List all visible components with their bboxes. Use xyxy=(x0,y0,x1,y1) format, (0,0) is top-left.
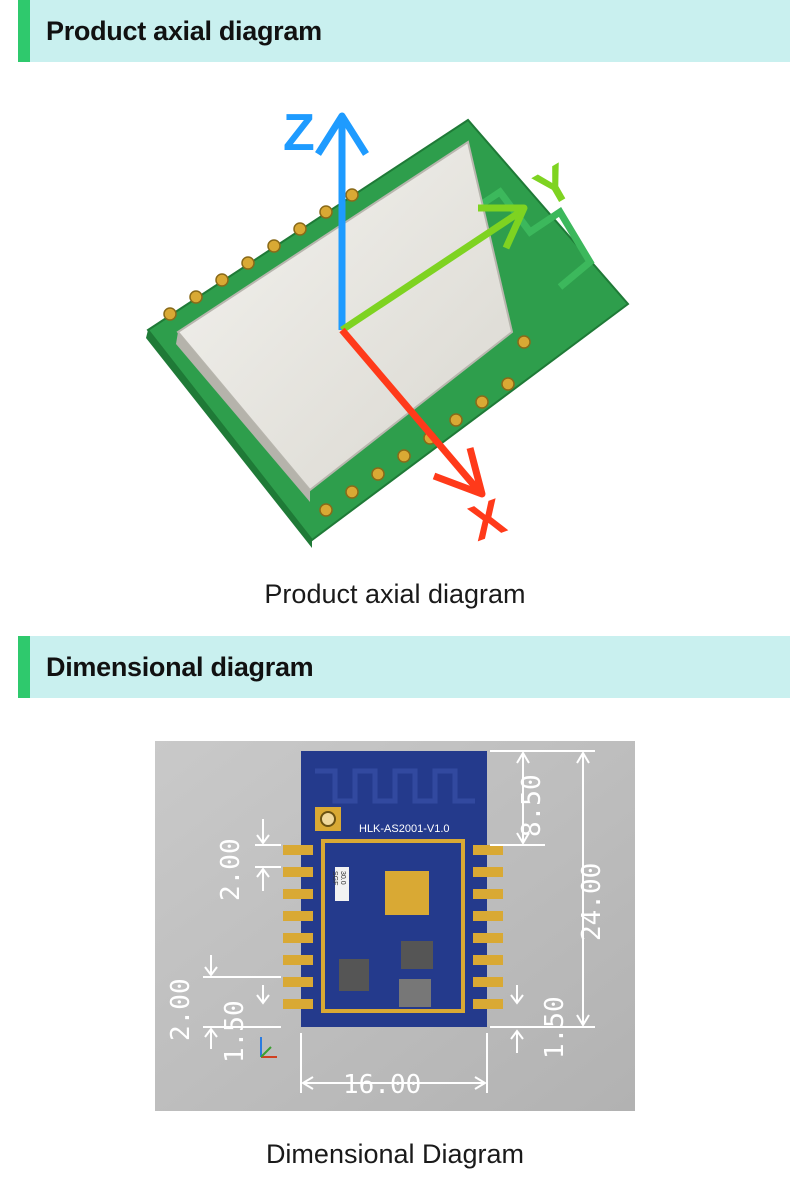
dim-shield-frame xyxy=(321,839,465,1013)
dim-bottom-margin-left: 1.50 xyxy=(220,1000,250,1063)
section-header-dimensional: Dimensional diagram xyxy=(18,636,790,698)
dim-pads-right xyxy=(473,845,503,1009)
header-accent-bar xyxy=(18,0,30,62)
dimensional-diagram: HLK-AS2001-V1.0 30.0 SGF xyxy=(155,741,635,1111)
dim-pin-pitch: 2.00 xyxy=(216,838,246,901)
axial-diagram: Z Y X xyxy=(146,104,630,552)
caption-axial: Product axial diagram xyxy=(264,579,526,609)
axis-z: Z xyxy=(283,104,369,330)
caption-dimensional: Dimensional Diagram xyxy=(265,1139,525,1169)
axis-z-label: Z xyxy=(283,104,315,162)
axis-triad-icon xyxy=(260,1037,277,1058)
dim-width: 16.00 xyxy=(343,1070,421,1100)
dim-pin-pitch-side: 2.00 xyxy=(166,978,196,1041)
dimensional-diagram-svg: HLK-AS2001-V1.0 30.0 SGF xyxy=(155,741,635,1111)
dim-chip-4 xyxy=(399,979,431,1007)
dim-antenna-trace xyxy=(315,768,475,804)
dim-board-label: HLK-AS2001-V1.0 xyxy=(359,823,450,835)
dim-chip-3 xyxy=(339,959,369,991)
dim-chip-2 xyxy=(401,941,433,969)
axis-x-label: X xyxy=(462,488,513,552)
dim-main-chip xyxy=(385,871,429,915)
dim-crystal-line2: SGF xyxy=(331,871,338,885)
dim-pcb: HLK-AS2001-V1.0 30.0 SGF xyxy=(283,751,503,1027)
section-title-axial: Product axial diagram xyxy=(46,16,322,46)
dim-total-height: 24.00 xyxy=(577,863,607,941)
pcb-edge xyxy=(146,330,312,548)
section-header-axial: Product axial diagram xyxy=(18,0,790,62)
pads-top-row xyxy=(163,188,359,321)
section-title-dimensional: Dimensional diagram xyxy=(46,652,314,682)
dim-crystal xyxy=(335,867,349,901)
dimension-lines xyxy=(203,750,595,1093)
dim-crystal-line1: 30.0 xyxy=(339,871,346,885)
header-accent-bar xyxy=(18,636,30,698)
dim-bottom-margin-right: 1.50 xyxy=(540,996,570,1059)
dim-pads-left xyxy=(283,845,313,1009)
dim-connector-ring xyxy=(320,811,336,827)
dim-antenna-height: 8.50 xyxy=(517,774,547,837)
shield-side xyxy=(176,332,310,502)
